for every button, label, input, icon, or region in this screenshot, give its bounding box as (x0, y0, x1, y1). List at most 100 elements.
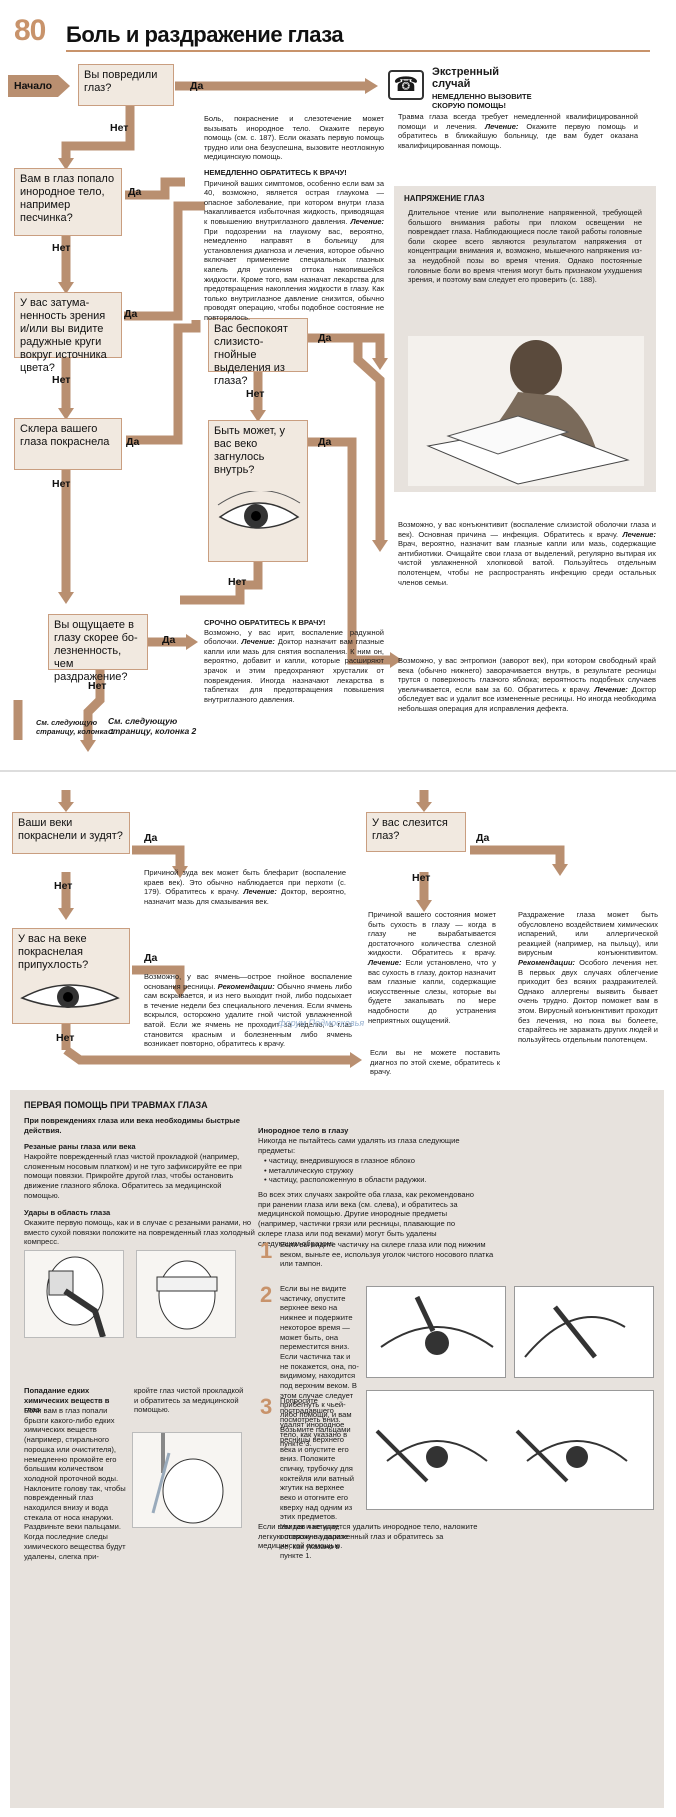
fb-list-item: • частицу, расположенную в области радуж… (264, 1175, 427, 1185)
fb-list-item: • металлическую стружку (264, 1165, 354, 1175)
step-1-illustration (366, 1286, 506, 1378)
cuts-title: Резаные раны глаза или века (24, 1142, 136, 1151)
irrit-rec: Особого лечения нет. В первых двух случа… (518, 957, 658, 1044)
emergency-treat-text: Окажите первую помощь и обратитесь в бли… (398, 121, 638, 150)
chem-text: Если вам в глаз попали брызги какого-либ… (24, 1406, 126, 1561)
tear-treat: Если установлено, что у вас сухость в гл… (368, 957, 496, 1025)
page-number: 80 (14, 14, 46, 47)
iritis-text: Возможно, у вас ирит, воспаление радужно… (204, 627, 384, 647)
no-label: Нет (52, 242, 71, 254)
fb-list: • частицу, внедрившуюся в глазное яблоко… (264, 1156, 464, 1185)
bandaged-head-illustration (136, 1250, 236, 1338)
irrit-text: Раздражение глаза может быть обусловлено… (518, 910, 658, 958)
step-1-text: Если вы видите частичку на склере глаза … (280, 1240, 494, 1269)
fb-list-item: • частицу, внедрившуюся в глазное яблоко (264, 1156, 415, 1165)
yes-label: Да (318, 436, 332, 448)
conj-treat: Врач, вероятно, назначит вам глазные кап… (398, 539, 656, 587)
bleph-text: Причиной зуда век может быть блефарит (в… (144, 868, 346, 897)
glaucoma-treat-label: Лечение: (350, 216, 384, 226)
title-rule (66, 50, 650, 52)
blows-title: Удары в область глаза (24, 1208, 111, 1217)
tear-text: Причиной вашего состояния может быть сух… (368, 910, 496, 958)
no-label: Нет (412, 872, 431, 884)
flowchart-arrows-page1 (8, 75, 402, 752)
yes-label: Да (190, 80, 204, 92)
no-label: Нет (56, 1032, 75, 1044)
final-text: Если вам так и не удается удалить инород… (258, 1522, 478, 1551)
phone-icon: ☎ (388, 70, 424, 100)
entropion-treat: Доктор обследует вас и удалит все измене… (398, 684, 657, 713)
answer-glaucoma: НЕМЕДЛЕННО ОБРАТИТЕСЬ К ВРАЧУ! Причиной … (204, 168, 384, 323)
page-divider (0, 770, 676, 772)
bleph-treat-label: Лечение: (243, 887, 277, 897)
bleph-treat: Доктор, вероятно, назначит мазь для смаз… (144, 887, 346, 906)
question-entropion-text: Быть может, у вас веко загнулось внутрь? (214, 425, 286, 476)
fb-title: Инородное тело в глазу (258, 1126, 349, 1135)
chem-title: Попадание едких химических веществ в гла… (24, 1386, 110, 1415)
answer-foreign-body: Боль, покраснение и слезотечение может в… (204, 114, 384, 162)
step-2-text: Если вы не видите частичку, опустите вер… (280, 1284, 359, 1449)
emergency-title: Экстренный случай (432, 66, 499, 90)
question-blurred-vision: У вас затума-ненность зрения и/или вы ви… (14, 292, 122, 374)
page-title: Боль и раздражение глаза (66, 22, 344, 47)
no-label: Нет (52, 374, 71, 386)
watermark: форум Подмосковья (278, 1018, 365, 1028)
eye-illustration (217, 490, 301, 529)
emergency-treat-label: Лечение: (484, 121, 519, 131)
answer-entropion: Возможно, у вас энтропион (заворот век),… (398, 656, 656, 714)
start-label: Начало (14, 80, 53, 92)
answer-no-diagnosis: Если вы не можете поставить диагноз по э… (370, 1048, 500, 1077)
question-watery-eye: У вас слезится глаз? (366, 812, 466, 852)
yes-label: Да (144, 832, 158, 844)
entropion-text: Возможно, у вас энтропион (заворот век),… (398, 656, 656, 694)
see-column-2: См. следующую страницу, колонка 2 (108, 716, 197, 736)
yes-label: Да (318, 332, 332, 344)
eye-rinse-illustration (132, 1432, 242, 1528)
yes-label: Да (476, 832, 490, 844)
conj-treat-label: Лечение: (622, 529, 656, 539)
eye-pad-illustration (24, 1250, 124, 1338)
answer-stye: Возможно, у вас ячмень—острое гнойное во… (144, 972, 352, 1049)
step-3-illustration (366, 1390, 654, 1510)
emergency-block: Травма глаза всегда требует немедленной … (398, 112, 638, 150)
flowchart-arrows-page2 (58, 790, 568, 1068)
eye-swelling-illustration (20, 984, 120, 1008)
question-red-itchy-lids: Ваши веки покраснели и зудят? (12, 812, 130, 854)
eye-strain-title: НАПРЯЖЕНИЕ ГЛАЗ (404, 194, 485, 203)
reading-person-illustration (408, 336, 644, 486)
question-discharge: Вас беспокоят слизисто-гнойные выделения… (208, 318, 308, 387)
question-foreign-body: Вам в глаз попало инородное тело, наприм… (14, 168, 122, 236)
no-label: Нет (52, 478, 71, 490)
step-2-illustration (514, 1286, 654, 1378)
no-label: Нет (228, 576, 247, 588)
see-column-1: См. следующую страницу, колонка 1 (36, 718, 114, 736)
blows-text: Окажите первую помощь, как и в случае с … (24, 1218, 255, 1247)
no-label: Нет (54, 880, 73, 892)
iritis-treat-label: Лечение: (241, 637, 275, 647)
question-lid-swelling: У вас на веке покраснелая припухлость? (12, 928, 130, 1024)
emergency-subtitle: НЕМЕДЛЕННО ВЫЗОВИТЕ СКОРУЮ ПОМОЩЬ! (432, 92, 532, 110)
glaucoma-treat: При подозрении на глаукому вас, вероятно… (204, 226, 384, 322)
stye-rec-label: Рекомендации: (217, 981, 275, 991)
conj-text: Возможно, у вас конъюнктивит (воспаление… (398, 520, 656, 539)
yes-label: Да (128, 186, 142, 198)
yes-label: Да (126, 436, 140, 448)
answer-blepharitis: Причиной зуда век может быть блефарит (в… (144, 868, 346, 906)
step-1-number: 1 (260, 1238, 273, 1263)
irrit-rec-label: Рекомендации: (518, 957, 576, 967)
yes-label: Да (144, 952, 158, 964)
yes-label: Да (124, 308, 138, 320)
chem-text-cont: кройте глаз чистой прокладкой и обратите… (134, 1386, 244, 1415)
question-lid-swelling-text: У вас на веке покраснелая припухлость? (18, 933, 89, 971)
fb-intro: Никогда не пытайтесь сами удалять из гла… (258, 1136, 460, 1155)
cuts-text: Накройте поврежденный глаз чистой прокла… (24, 1152, 242, 1200)
emergency-text: Травма глаза всегда требует немедленной … (398, 112, 638, 131)
fb-text: Во всех этих случаях закройте оба глаза,… (258, 1190, 475, 1248)
glaucoma-title: НЕМЕДЛЕННО ОБРАТИТЕСЬ К ВРАЧУ! (204, 168, 347, 177)
stye-rec: Обычно ячмень либо сам вскрывается, и из… (144, 981, 352, 1049)
question-red-sclera: Склера вашего глаза покраснела (14, 418, 122, 470)
answer-dry-eye: Причиной вашего состояния может быть сух… (368, 910, 496, 1025)
no-label: Нет (246, 388, 265, 400)
iritis-title: СРОЧНО ОБРАТИТЕСЬ К ВРАЧУ! (204, 618, 326, 627)
yes-label: Да (162, 634, 176, 646)
